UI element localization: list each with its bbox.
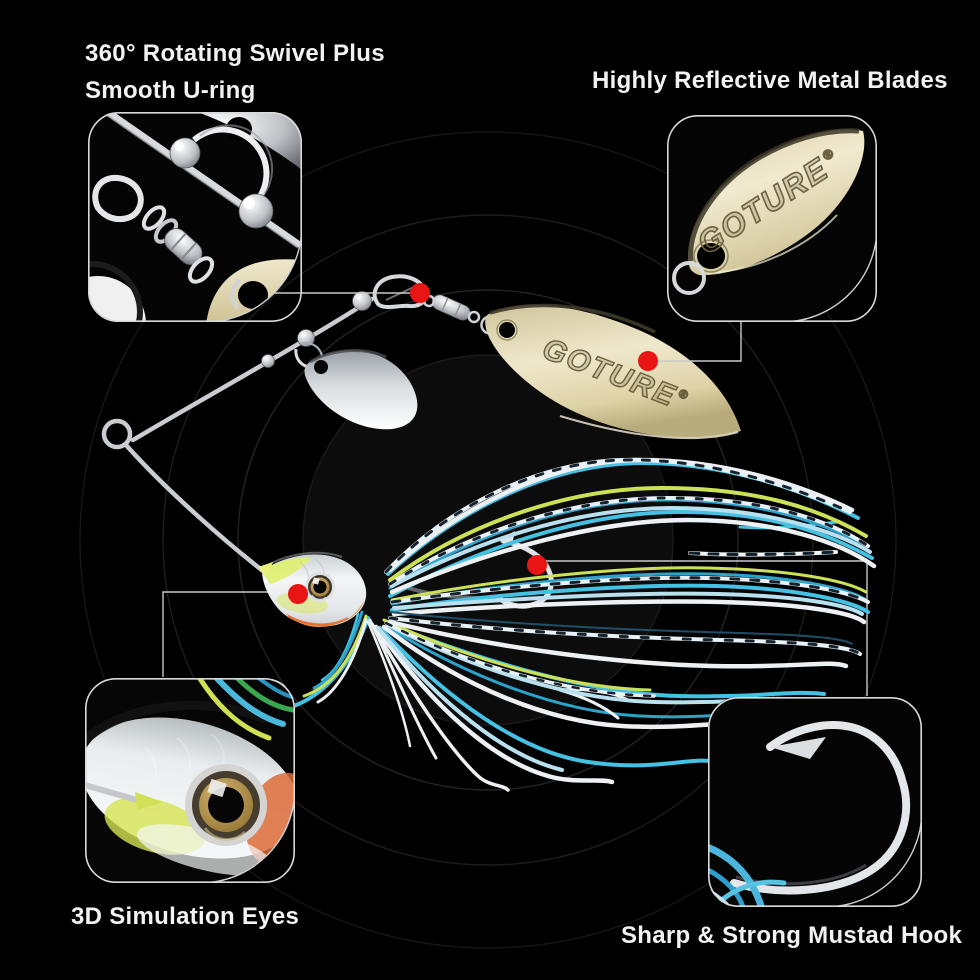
willow-blade-closeup bbox=[688, 129, 865, 276]
nose-tip bbox=[258, 562, 273, 578]
wire-frame bbox=[101, 296, 375, 574]
inset-border bbox=[88, 112, 302, 322]
hook-closeup bbox=[730, 721, 911, 895]
callout-label-swivel: 360° Rotating Swivel Plus Smooth U-ring bbox=[85, 35, 385, 109]
callout-label-swivel-line2: Smooth U-ring bbox=[85, 77, 256, 104]
blade-fragment bbox=[180, 112, 302, 170]
lower-wire-arm bbox=[123, 442, 266, 574]
3d-eye bbox=[305, 572, 335, 602]
inset-corner-arc bbox=[204, 226, 302, 322]
3d-eye-closeup bbox=[185, 764, 267, 846]
inset-swivel-closeup bbox=[88, 112, 302, 322]
u-ring-loop bbox=[92, 174, 144, 223]
callout-label-eyes: 3D Simulation Eyes bbox=[71, 903, 300, 930]
callout-label-hook: Sharp & Strong Mustad Hook bbox=[621, 922, 963, 949]
inset-border bbox=[708, 697, 922, 907]
inset-border bbox=[667, 115, 877, 322]
callout-line-eyes bbox=[162, 591, 291, 677]
hook-barb bbox=[770, 737, 826, 759]
callout-label-blades: Highly Reflective Metal Blades bbox=[592, 67, 948, 94]
callout-dot-eyes bbox=[288, 584, 308, 604]
inset-corner-arc bbox=[824, 811, 922, 907]
inset-corner-arc bbox=[781, 226, 877, 322]
barrel-swivel bbox=[422, 294, 500, 335]
inset-border bbox=[85, 678, 295, 883]
wire-closeup bbox=[85, 781, 140, 803]
line-tie-loop bbox=[101, 418, 133, 450]
callout-dot-blades bbox=[638, 351, 658, 371]
inset-eye-closeup bbox=[85, 678, 295, 883]
callout-line-blades bbox=[656, 322, 742, 362]
callout-label-swivel-line1: 360° Rotating Swivel Plus bbox=[85, 40, 385, 67]
split-ring-closeup bbox=[672, 261, 706, 295]
clevis-wire bbox=[192, 126, 270, 210]
inset-corner-arc bbox=[199, 787, 295, 883]
callout-dot-hook bbox=[527, 555, 547, 575]
inset-hook-closeup bbox=[708, 697, 922, 907]
willow-blade: GOTURE® bbox=[485, 303, 741, 440]
upper-wire-arm bbox=[130, 296, 375, 443]
inset-blade-closeup: GOTURE® bbox=[667, 115, 877, 322]
colorado-blade bbox=[304, 349, 418, 430]
callout-dot-swivel bbox=[410, 283, 430, 303]
callout-dots bbox=[288, 283, 658, 604]
